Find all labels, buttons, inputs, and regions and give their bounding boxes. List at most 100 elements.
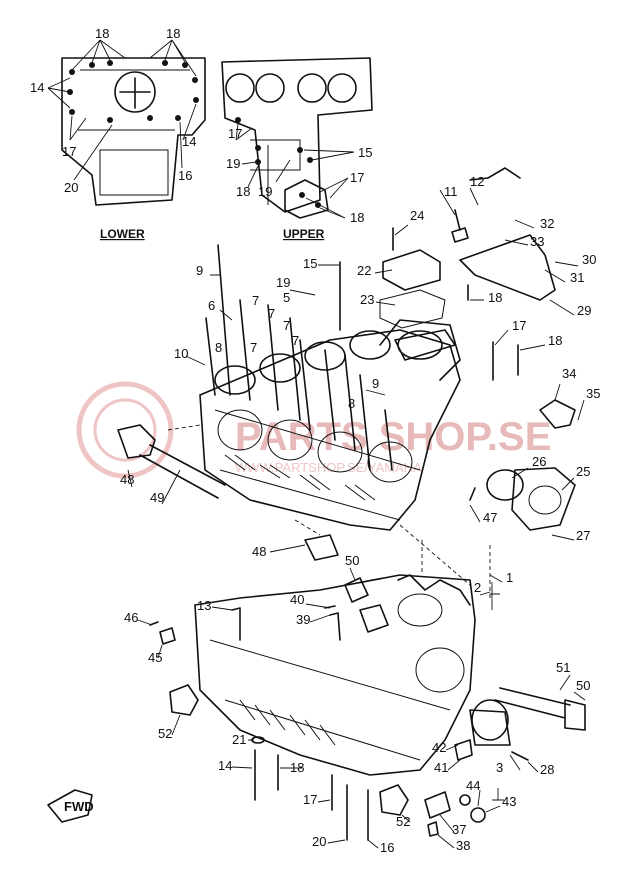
callout: 50 bbox=[345, 553, 359, 568]
callout: 11 bbox=[444, 184, 458, 199]
cooling-fins bbox=[224, 454, 376, 501]
upper-crankcase-inset: UPPER bbox=[221, 57, 373, 241]
breather-cover-parts bbox=[379, 167, 556, 381]
callout: 17 bbox=[350, 170, 364, 185]
callout: 19 bbox=[226, 156, 240, 171]
callout: 1 bbox=[506, 570, 513, 585]
callout: 44 bbox=[466, 778, 480, 793]
callout: 10 bbox=[174, 346, 188, 361]
callout: 27 bbox=[576, 528, 590, 543]
callout: 25 bbox=[576, 464, 590, 479]
callout: 16 bbox=[380, 840, 394, 855]
callout: 9 bbox=[372, 376, 379, 391]
callout: 20 bbox=[64, 180, 78, 195]
callout: 18 bbox=[290, 760, 304, 775]
watermark: PARTS SHOP.SE WWW.PARTSHOP.SE/YAMAHA bbox=[76, 381, 551, 479]
callout: 18 bbox=[488, 290, 502, 305]
callout: 15 bbox=[358, 145, 372, 160]
leader-lines bbox=[127, 187, 586, 849]
callout: 17 bbox=[228, 126, 242, 141]
callout: 7 bbox=[250, 340, 257, 355]
callout: 18 bbox=[350, 210, 364, 225]
callout: 5 bbox=[283, 290, 290, 305]
callout: 19 bbox=[276, 275, 290, 290]
callout: 32 bbox=[540, 216, 554, 231]
callout: 24 bbox=[410, 208, 424, 223]
callout: 45 bbox=[148, 650, 162, 665]
fwd-label: FWD bbox=[64, 799, 94, 814]
callout: 19 bbox=[258, 184, 272, 199]
callout-numbers: 18 18 14 17 20 16 14 17 15 19 18 19 17 1… bbox=[30, 26, 600, 855]
callout: 14 bbox=[218, 758, 232, 773]
callout: 43 bbox=[502, 794, 516, 809]
oil-pipe bbox=[117, 424, 339, 561]
callout: 42 bbox=[432, 740, 446, 755]
drain-plugs bbox=[169, 684, 409, 816]
callout: 18 bbox=[95, 26, 109, 41]
callout: 7 bbox=[268, 306, 275, 321]
callout: 14 bbox=[30, 80, 44, 95]
small-fittings bbox=[149, 605, 341, 744]
lower-crankcase bbox=[194, 574, 476, 776]
callout: 40 bbox=[290, 592, 304, 607]
lower-crankcase-inset: LOWER bbox=[47, 39, 206, 241]
watermark-logo-ring bbox=[76, 381, 174, 479]
callout: 23 bbox=[360, 292, 374, 307]
callout: 48 bbox=[252, 544, 266, 559]
callout: 13 bbox=[197, 598, 211, 613]
bottom-bolts bbox=[254, 739, 486, 841]
callout: 34 bbox=[562, 366, 576, 381]
callout: 26 bbox=[532, 454, 546, 469]
callout: 8 bbox=[215, 340, 222, 355]
callout: 49 bbox=[150, 490, 164, 505]
callout: 47 bbox=[483, 510, 497, 525]
watermark-logo-inner bbox=[93, 398, 157, 462]
callout: 20 bbox=[312, 834, 326, 849]
callout: 37 bbox=[452, 822, 466, 837]
callout: 17 bbox=[62, 144, 76, 159]
callout: 29 bbox=[577, 303, 591, 318]
dashed-leaders bbox=[167, 424, 491, 600]
callout: 41 bbox=[434, 760, 448, 775]
callout: 14 bbox=[182, 134, 196, 149]
callout: 16 bbox=[178, 168, 192, 183]
callout: 35 bbox=[586, 386, 600, 401]
callout: 33 bbox=[530, 234, 544, 249]
oil-filter-parts bbox=[469, 687, 586, 761]
callout: 2 bbox=[474, 580, 481, 595]
right-side-covers bbox=[469, 399, 576, 531]
callout: 18 bbox=[236, 184, 250, 199]
reference-brackets bbox=[490, 582, 504, 801]
callout: 12 bbox=[470, 174, 484, 189]
callout: 31 bbox=[570, 270, 584, 285]
callout: 8 bbox=[348, 396, 355, 411]
callout: 48 bbox=[120, 472, 134, 487]
callout: 46 bbox=[124, 610, 138, 625]
lower-fins bbox=[239, 699, 336, 746]
upper-label: UPPER bbox=[283, 227, 325, 241]
callout: 7 bbox=[283, 318, 290, 333]
watermark-text: PARTS SHOP.SE bbox=[235, 415, 551, 459]
callout: 30 bbox=[582, 252, 596, 267]
callout: 18 bbox=[166, 26, 180, 41]
callout: 18 bbox=[548, 333, 562, 348]
callout: 15 bbox=[303, 256, 317, 271]
callout: 28 bbox=[540, 762, 554, 777]
callout: 51 bbox=[556, 660, 570, 675]
cylinder-studs bbox=[205, 244, 393, 471]
callout: 7 bbox=[252, 293, 259, 308]
callout: 52 bbox=[396, 814, 410, 829]
arrow-icon bbox=[47, 789, 93, 823]
callout: 21 bbox=[232, 732, 246, 747]
callout: 38 bbox=[456, 838, 470, 853]
callout: 6 bbox=[208, 298, 215, 313]
callout: 22 bbox=[357, 263, 371, 278]
callout: 17 bbox=[303, 792, 317, 807]
callout: 52 bbox=[158, 726, 172, 741]
callout: 3 bbox=[496, 760, 503, 775]
callout: 50 bbox=[576, 678, 590, 693]
lower-bolt-holes bbox=[67, 60, 199, 123]
fwd-indicator: FWD bbox=[47, 789, 94, 823]
